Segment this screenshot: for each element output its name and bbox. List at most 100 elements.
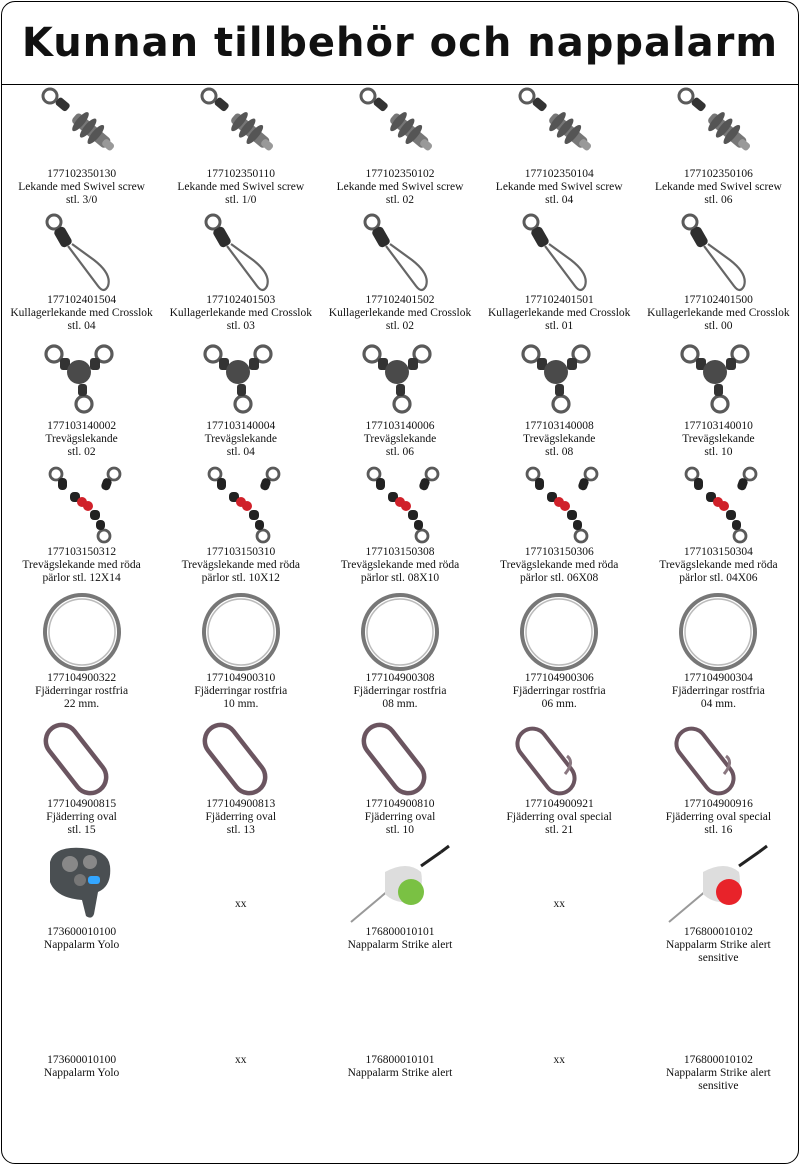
product-name: Trevägslekande med röda	[22, 559, 141, 571]
product-size: stl. 02	[385, 320, 415, 332]
product-code: 177102350130	[47, 168, 117, 180]
product-size: stl. 04	[226, 446, 255, 458]
product-text: xx	[553, 1054, 565, 1067]
red-bead-swivel-icon	[22, 464, 142, 546]
product-size: 22 mm.	[64, 698, 100, 710]
product-name: Kullagerlekande med Crosslok	[328, 307, 472, 319]
product-size: pärlor stl. 12X14	[42, 572, 121, 584]
product-name: Nappalarm Strike alert	[347, 1067, 453, 1079]
crosslok-swivel-icon	[658, 212, 778, 294]
product-size: pärlor stl. 04X06	[679, 572, 758, 584]
split-ring-icon	[181, 590, 301, 672]
oval-ring-icon	[22, 716, 142, 798]
three-way-swivel-icon	[22, 338, 142, 420]
product-code: 177102350106	[683, 168, 753, 180]
oval-ring-icon	[181, 716, 301, 798]
product-size: stl. 10	[385, 824, 415, 836]
product-name: Kullagerlekande med Crosslok	[169, 307, 312, 319]
three-way-swivel-icon	[181, 338, 301, 420]
split-ring-icon	[658, 590, 778, 672]
text-cell: xx	[480, 968, 639, 1128]
product-code: 177104900813	[206, 798, 276, 810]
alarm-cell: xx	[480, 842, 639, 968]
product-code: 177103150310	[206, 546, 276, 558]
oval-ring-icon	[499, 716, 619, 798]
product-code: 176800010102	[683, 926, 753, 938]
strike-alert-green-icon	[340, 842, 460, 926]
screw-swivel-icon	[499, 86, 619, 168]
red-bead-swivel-icon	[658, 464, 778, 546]
red-bead-swivel-icon	[340, 464, 460, 546]
three-way-swivel-icon	[658, 338, 778, 420]
product-size: pärlor stl. 08X10	[360, 572, 440, 584]
screw-swivel-icon	[181, 86, 301, 168]
product-name: xx	[553, 1054, 565, 1066]
product-size: stl. 21	[545, 824, 574, 836]
product-code: 173600010100	[47, 926, 117, 938]
product-name: Trevägslekande med röda	[181, 559, 300, 571]
product-size: stl. 02	[385, 194, 415, 206]
text-cell: xx	[161, 968, 320, 1128]
product-name: Fjäderringar rostfria	[512, 685, 606, 697]
product-name: Kullagerlekande med Crosslok	[487, 307, 631, 319]
product-size: 04 mm.	[700, 698, 736, 710]
product-code: 176800010101	[365, 926, 435, 938]
product-size: stl. 03	[226, 320, 255, 332]
page-title: Kunnan tillbehör och nappalarm	[2, 2, 798, 85]
product-code: 177103140008	[524, 420, 594, 432]
product-name: Fjäderring oval	[46, 811, 117, 823]
product-code: 177104900310	[206, 672, 276, 684]
product-size: stl. 02	[67, 446, 96, 458]
product-name: xx	[235, 898, 247, 910]
product-code: 177102350110	[206, 168, 276, 180]
product-code: 177104900810	[365, 798, 435, 810]
split-ring-icon	[340, 590, 460, 672]
product-name: Lekande med Swivel screw	[18, 181, 145, 193]
product-code: 177102350104	[524, 168, 594, 180]
product-name: Fjäderringar rostfria	[35, 685, 129, 697]
product-name: Trevägslekande med röda	[659, 559, 778, 571]
product-name: Nappalarm Strike alert	[666, 1067, 771, 1079]
screw-swivel-icon	[340, 86, 460, 168]
product-size: 08 mm.	[382, 698, 418, 710]
product-code: 177102350102	[365, 168, 435, 180]
product-code: 177104900304	[683, 672, 753, 684]
product-code: 177104900916	[683, 798, 753, 810]
product-name: Fjäderringar rostfria	[194, 685, 288, 697]
product-size: stl. 04	[545, 194, 574, 206]
product-code: 177102401503	[206, 294, 276, 306]
product-code: 177102401500	[683, 294, 753, 306]
product-name: Kullagerlekande med Crosslok	[10, 307, 153, 319]
